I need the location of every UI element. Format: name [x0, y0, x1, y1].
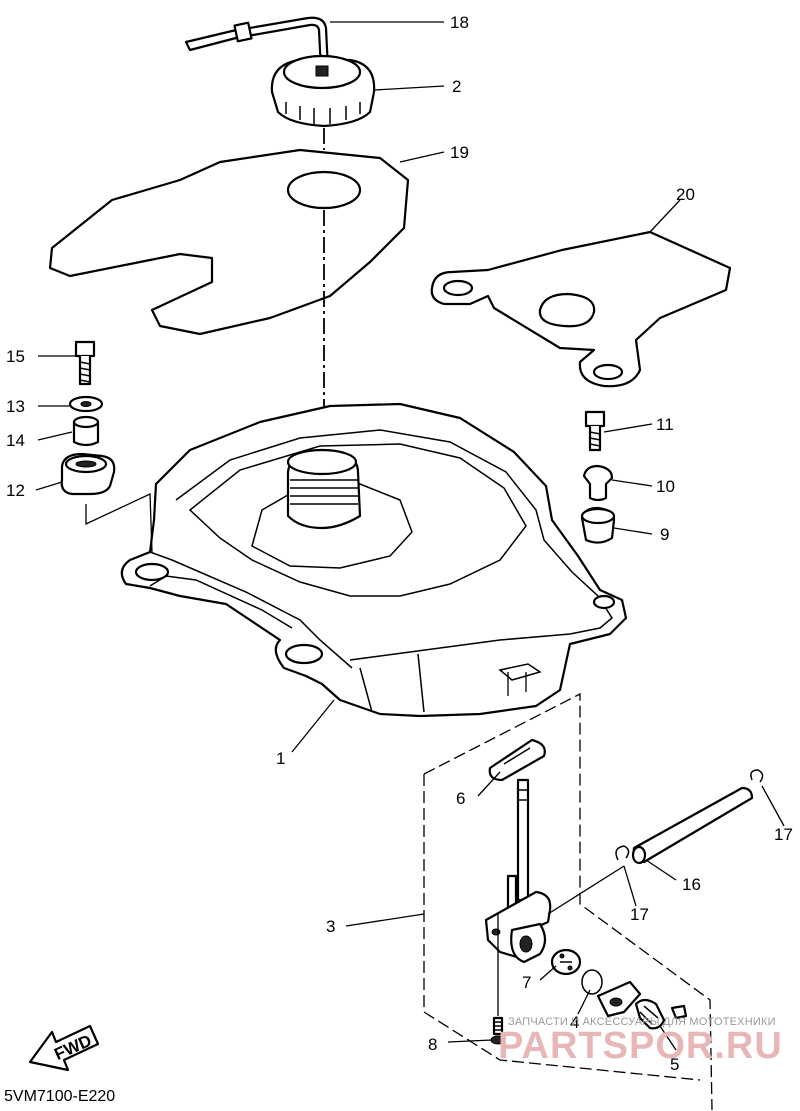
callout-18: 18: [450, 13, 469, 32]
part-5-knob-plate: [596, 980, 688, 1030]
part-12-damper: [60, 452, 116, 496]
callout-14: 14: [6, 431, 25, 450]
part-1-fuel-tank: [120, 402, 628, 718]
callout-7: 7: [522, 973, 531, 992]
part-15-bolt: [74, 340, 96, 386]
callout-15: 15: [6, 347, 25, 366]
part-14-collar: [72, 415, 100, 447]
callout-9: 9: [660, 525, 669, 544]
part-17-clip-b: [750, 769, 764, 783]
part-7-lever: [550, 948, 582, 976]
part-20-plate: [430, 230, 732, 388]
watermark-logo: PARTSPOR.RU: [498, 1025, 783, 1067]
part-8-screw: [490, 1016, 506, 1045]
callout-2: 2: [452, 77, 461, 96]
callout-6: 6: [456, 789, 465, 808]
callout-16: 16: [682, 875, 701, 894]
leader-lines: [35, 21, 785, 1051]
part-2-fuel-cap: [270, 54, 376, 128]
callout-4: 4: [570, 1013, 579, 1032]
fwd-arrow-icon: FWD: [28, 1024, 100, 1072]
part-11-bolt: [584, 410, 606, 452]
callout-10: 10: [656, 477, 675, 496]
callout-13: 13: [6, 397, 25, 416]
part-13-washer: [68, 395, 104, 413]
callout-5: 5: [670, 1055, 679, 1074]
callout-1: 1: [276, 749, 285, 768]
callout-17-lower: 17: [630, 905, 649, 924]
part-9-damper: [580, 506, 616, 544]
part-6-gasket: [488, 738, 546, 782]
part-10-collar: [582, 464, 614, 502]
callout-20: 20: [676, 185, 695, 204]
callout-11: 11: [656, 415, 674, 434]
part-19-tank-pad: [48, 148, 410, 336]
watermark-tagline: ЗАПЧАСТИ И АКСЕССУАРЫ ДЛЯ МОТОТЕХНИКИ: [508, 1016, 776, 1028]
callout-17-upper: 17: [774, 825, 793, 844]
callout-8: 8: [428, 1035, 437, 1054]
part-17-clip-a: [615, 845, 630, 861]
diagram-code: 5VM7100-E220: [4, 1088, 116, 1105]
fuel-cock-body: [484, 778, 552, 964]
part-16-fuel-hose: [631, 786, 754, 865]
callout-3: 3: [326, 917, 335, 936]
assembly-3-box: [423, 692, 713, 1111]
part-4-o-ring: [581, 969, 603, 995]
callout-12: 12: [6, 481, 25, 500]
callout-labels: 18 2 19 20 15 13 14 12 11 10 9 1 6 3 7 4…: [6, 13, 793, 1074]
callout-19: 19: [450, 143, 469, 162]
